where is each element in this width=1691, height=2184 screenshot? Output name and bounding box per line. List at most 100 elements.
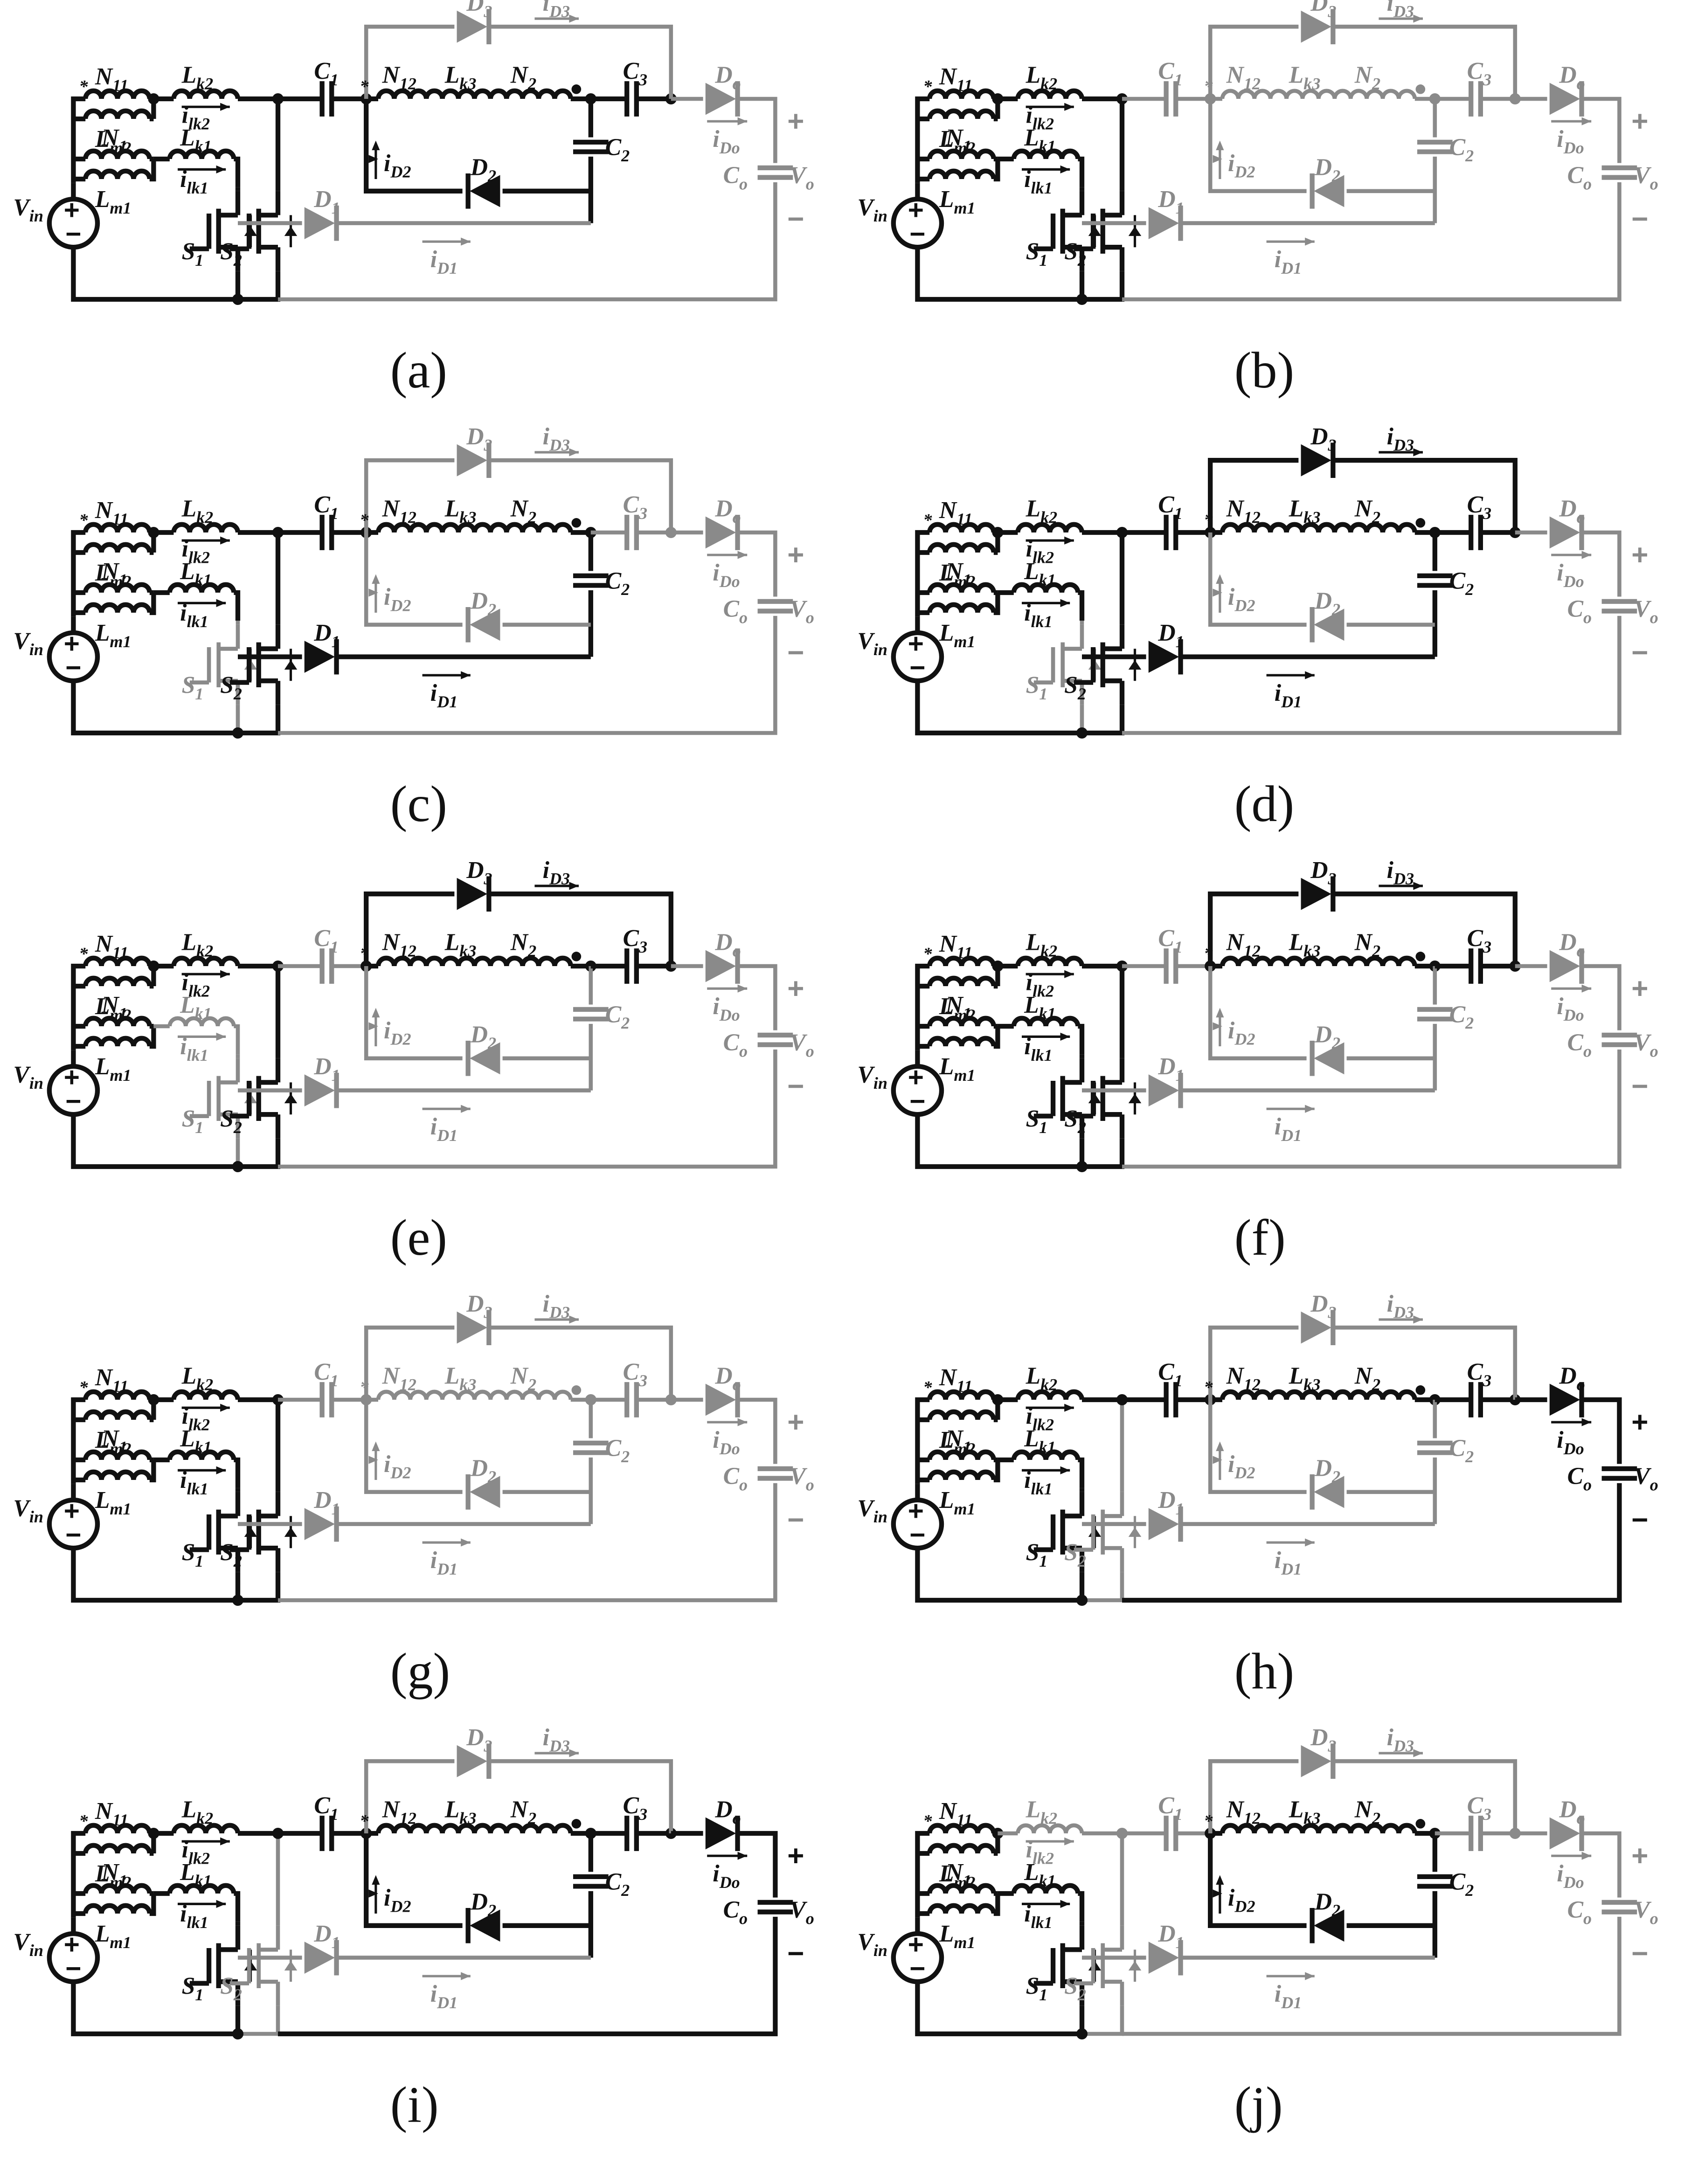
label-ido: iDo: [713, 1860, 740, 1892]
junction-dot: [992, 1394, 1004, 1406]
wire-do-out: [739, 1831, 778, 1898]
panel-caption: (e): [390, 1209, 447, 1266]
label-vo: Vo: [790, 162, 814, 194]
label-d2: D2: [1314, 154, 1340, 185]
label-lk3: Lk3: [1289, 496, 1321, 527]
switch-s2-bdiode: [284, 1961, 298, 1971]
label-lm2: Lm2: [939, 993, 976, 1024]
junction-dot: [992, 960, 1004, 972]
label-id2: iD2: [384, 584, 411, 615]
wire-lm1-r: [149, 159, 156, 182]
label-id2: iD2: [384, 150, 411, 181]
wire-lk1-out: [1078, 156, 1085, 187]
inductor-n11: [83, 522, 152, 533]
inductor-n1: [927, 1449, 996, 1460]
wire-d2-left: [364, 99, 463, 194]
wire-do-out: [739, 964, 777, 1030]
arrow-id2-head: [372, 574, 380, 584]
label-vo: Vo: [1634, 162, 1658, 194]
inductor-n12: [375, 88, 445, 99]
label-id2: iD2: [1228, 584, 1255, 615]
panel-caption: (d): [1234, 775, 1294, 832]
vo-minus: −: [1631, 1504, 1648, 1536]
arrow-id2-null-head: [1213, 1889, 1222, 1898]
label-c3: C3: [623, 491, 647, 523]
vo-minus: −: [787, 1071, 804, 1103]
inductor-lm1: [83, 1469, 152, 1480]
label-id2: iD2: [384, 1017, 411, 1049]
wire-lk1-out: [1078, 590, 1085, 621]
arrow-ilk2-head: [220, 970, 230, 978]
label-co: Co: [1567, 596, 1592, 627]
label-id1: iD1: [1275, 1981, 1302, 2012]
label-lm2: Lm2: [939, 560, 976, 591]
junction-dot: [232, 1594, 244, 1606]
junction-dot: [232, 293, 244, 305]
label-s2: S2: [1064, 1106, 1086, 1137]
junction-dot: [992, 93, 1004, 105]
switch-s2-bdiode: [1128, 1527, 1142, 1537]
label-c1: C1: [1158, 1792, 1182, 1824]
wire-d3-right: [490, 1759, 673, 1834]
label-n2: N2: [510, 496, 536, 527]
arrow-ido-head: [737, 117, 748, 125]
label-c3: C3: [623, 58, 647, 89]
label-s2: S2: [220, 1973, 242, 2004]
label-id3: iD3: [1387, 0, 1414, 21]
diode-do: [705, 1383, 736, 1416]
wire-d2-left: [1208, 99, 1307, 194]
inductor-lk3: [440, 522, 509, 533]
label-n2: N2: [510, 1363, 536, 1394]
wire-lm1-r: [149, 1894, 156, 1916]
wire-lk1-out: [234, 1891, 241, 1922]
wire-output-return: [1122, 1049, 1622, 1169]
label-lm2: Lm2: [95, 560, 132, 591]
arrow-ido-head: [1581, 984, 1592, 993]
label-vin: Vin: [857, 194, 887, 225]
arrow-ilk2-head: [220, 1403, 230, 1412]
arrow-id2-null-head: [368, 155, 378, 163]
inductor-lk2: [171, 955, 241, 967]
panel-caption: (g): [390, 1643, 450, 1700]
label-n2: N2: [510, 62, 536, 93]
inductor-n2: [1348, 955, 1417, 967]
star-n11: *: [79, 77, 88, 97]
arrow-ilk1-head: [216, 165, 226, 173]
label-c1: C1: [314, 1792, 338, 1824]
wire-s2-bot: [1082, 271, 1125, 302]
arrow-id2-head: [1216, 140, 1224, 151]
inductor-lk1: [1011, 1449, 1081, 1460]
label-do: Do: [714, 1797, 741, 1828]
diode-d2: [1314, 608, 1344, 641]
inductor-lk3: [1284, 955, 1353, 967]
arrow-id1-head: [1305, 1105, 1315, 1113]
label-ilk1: ilk1: [1024, 600, 1053, 631]
panel-caption: (a): [390, 342, 447, 399]
wire-n11-left: [915, 96, 930, 119]
arrow-id1-head: [1305, 1972, 1315, 1980]
inductor-lm1: [927, 602, 996, 613]
label-c2: C2: [1449, 1868, 1474, 1900]
label-lm2: Lm2: [939, 1860, 976, 1892]
label-n1: N1: [945, 992, 971, 1023]
inductor-lm2: [927, 108, 996, 119]
inductor-n2: [1348, 522, 1417, 533]
label-id1: iD1: [1275, 1547, 1302, 1578]
label-ilk1: ilk1: [180, 166, 208, 197]
vo-plus: +: [1631, 1406, 1648, 1438]
label-ido: iDo: [713, 993, 740, 1024]
inductor-n1: [83, 1883, 152, 1894]
label-ilk2: ilk2: [1026, 969, 1054, 1001]
label-lm1: Lm1: [939, 1053, 976, 1085]
label-d2: D2: [1314, 1888, 1340, 1920]
arrow-id2-null-head: [368, 1022, 378, 1030]
label-n2: N2: [1354, 929, 1380, 961]
wire-lm1-r: [993, 593, 1000, 615]
label-do: Do: [1559, 496, 1585, 527]
inductor-lk1: [1011, 1883, 1081, 1894]
label-c2: C2: [1449, 1435, 1474, 1466]
